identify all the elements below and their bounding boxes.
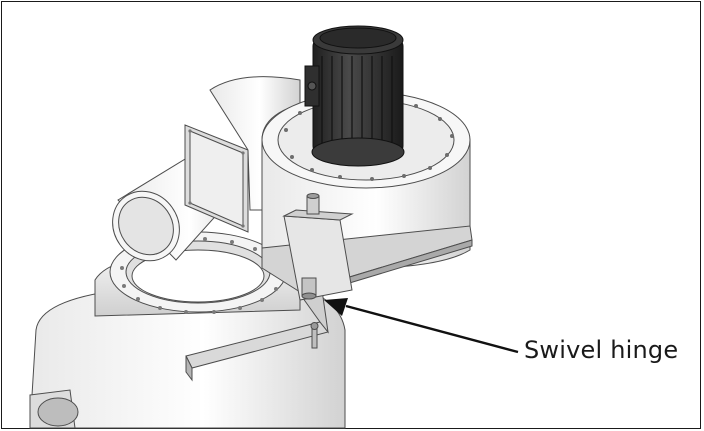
callout-label: Swivel hinge — [524, 336, 679, 364]
hinge-bracket — [282, 193, 354, 301]
inlet-cone — [112, 124, 249, 262]
arrow-callout-icon — [324, 298, 519, 354]
motor — [304, 25, 405, 167]
